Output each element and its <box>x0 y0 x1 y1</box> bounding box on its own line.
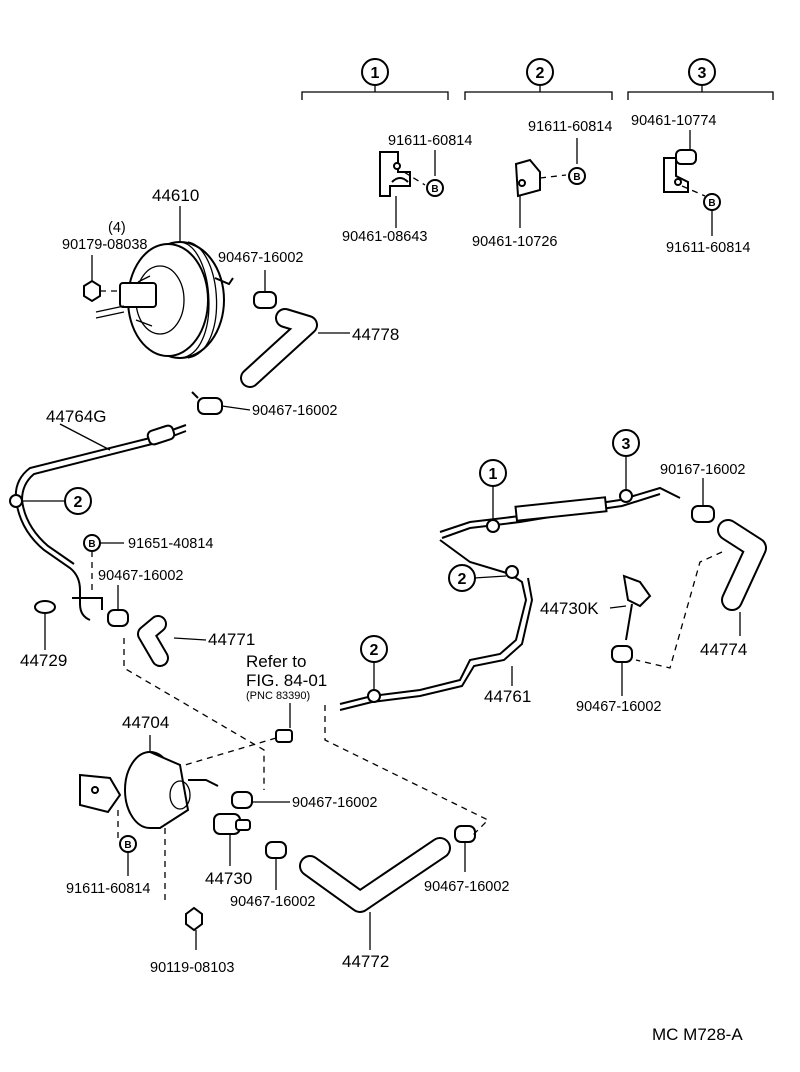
label-clip-bottom-right: 90467-16002 <box>424 879 509 895</box>
valve-k <box>609 574 652 641</box>
label-d2-bolt: 91611-60814 <box>528 119 612 135</box>
detail-marker-3: 3 <box>688 58 716 86</box>
refer-bolt <box>184 703 293 766</box>
label-grommet: 44729 <box>20 651 67 670</box>
leader-right-frame <box>635 551 723 669</box>
detail-1-bolt-mark: B <box>426 179 444 197</box>
pipe-right-joint-2b: 2 <box>360 635 388 703</box>
label-clip-check: 90467-16002 <box>230 894 315 910</box>
pipe-right <box>339 486 681 711</box>
hose-top <box>240 308 350 388</box>
label-booster-qty: (4) <box>108 220 126 236</box>
label-d2-clamp: 90461-10726 <box>472 234 557 250</box>
label-bolt-bottom: 90119-08103 <box>150 960 234 976</box>
label-refer-2: FIG. 84-01 <box>246 671 327 690</box>
pipe-left <box>14 423 187 621</box>
label-hose-top: 44778 <box>352 325 399 344</box>
bolt-bracket: B <box>119 835 137 876</box>
clip-valve <box>231 791 290 809</box>
label-refer-1: Refer to <box>246 652 306 671</box>
hose-right <box>717 519 767 636</box>
label-check-valve: 44730 <box>205 869 252 888</box>
pipe-right-joint-2a: 2 <box>448 564 519 592</box>
detail-3-clamp <box>663 130 713 236</box>
clip-top <box>253 270 277 309</box>
pipe-right-joint-1: 1 <box>479 459 507 533</box>
label-d3-clamp: 90461-10774 <box>631 113 716 129</box>
svg-text:3: 3 <box>622 436 631 453</box>
detail-brackets <box>301 86 774 100</box>
label-valve-body: 44704 <box>122 713 169 732</box>
label-d1-bolt: 91611-60814 <box>388 133 472 149</box>
detail-marker-2: 2 <box>526 58 554 86</box>
label-bolt-bracket: 91611-60814 <box>66 881 150 897</box>
leader-bottom-frame <box>324 705 490 839</box>
label-pipe-right: 44761 <box>484 687 531 706</box>
grommet <box>34 600 56 650</box>
label-clip-valve-k: 90467-16002 <box>576 699 661 715</box>
hose-bottom <box>299 837 451 950</box>
svg-text:2: 2 <box>458 571 467 588</box>
label-booster-nut: 90179-08038 <box>62 237 147 253</box>
clip-bottom-right <box>454 825 476 872</box>
figure-code: MC M728-A <box>652 1025 743 1044</box>
clip-mid <box>191 391 251 415</box>
detail-1-clamp <box>379 150 436 228</box>
label-d3-bolt: 91611-60814 <box>666 240 750 256</box>
svg-text:3: 3 <box>698 65 707 82</box>
svg-text:1: 1 <box>489 466 498 483</box>
detail-3-bolt-mark: B <box>703 193 721 211</box>
svg-text:B: B <box>431 184 438 195</box>
label-hose-right: 44774 <box>700 640 747 659</box>
label-refer-3: (PNC 83390) <box>246 690 310 702</box>
label-bolt-left: 91651-40814 <box>128 536 213 552</box>
leader-left-frame <box>123 638 265 790</box>
bolt-bottom <box>164 828 203 950</box>
label-pipe-left: 44764G <box>46 407 107 426</box>
svg-text:B: B <box>708 198 715 209</box>
booster-nut <box>83 255 122 303</box>
label-clip-top: 90467-16002 <box>218 250 303 266</box>
svg-text:2: 2 <box>536 65 545 82</box>
pipe-right-joint-3: 3 <box>612 429 640 503</box>
svg-text:2: 2 <box>74 494 83 511</box>
label-hose-bottom: 44772 <box>342 952 389 971</box>
label-hose-left: 44771 <box>208 630 255 649</box>
label-valve-k: 44730K <box>540 599 599 618</box>
clip-check <box>265 841 287 890</box>
svg-text:B: B <box>573 172 580 183</box>
pipe-left-joint-2: 2 <box>9 487 92 515</box>
hose-left <box>137 615 207 667</box>
detail-2-clamp <box>514 138 578 228</box>
svg-text:B: B <box>88 539 95 550</box>
clip-valve-k <box>611 645 633 696</box>
detail-2-bolt-mark: B <box>568 167 586 185</box>
detail-marker-1: 1 <box>361 58 389 86</box>
brake-booster <box>95 206 234 359</box>
clip-left <box>72 585 129 627</box>
svg-text:2: 2 <box>370 642 379 659</box>
label-clip-mid: 90467-16002 <box>252 403 337 419</box>
bolt-left: B <box>83 534 124 592</box>
label-clip-left: 90467-16002 <box>98 568 183 584</box>
label-clip-valve: 90467-16002 <box>292 795 377 811</box>
check-valve <box>213 813 251 866</box>
svg-text:B: B <box>124 840 131 851</box>
svg-text:1: 1 <box>371 65 380 82</box>
label-d1-clamp: 90461-08643 <box>342 229 427 245</box>
label-booster: 44610 <box>152 186 199 205</box>
label-clip-right: 90167-16002 <box>660 462 745 478</box>
clip-right <box>691 478 715 523</box>
valve-body <box>79 735 219 838</box>
